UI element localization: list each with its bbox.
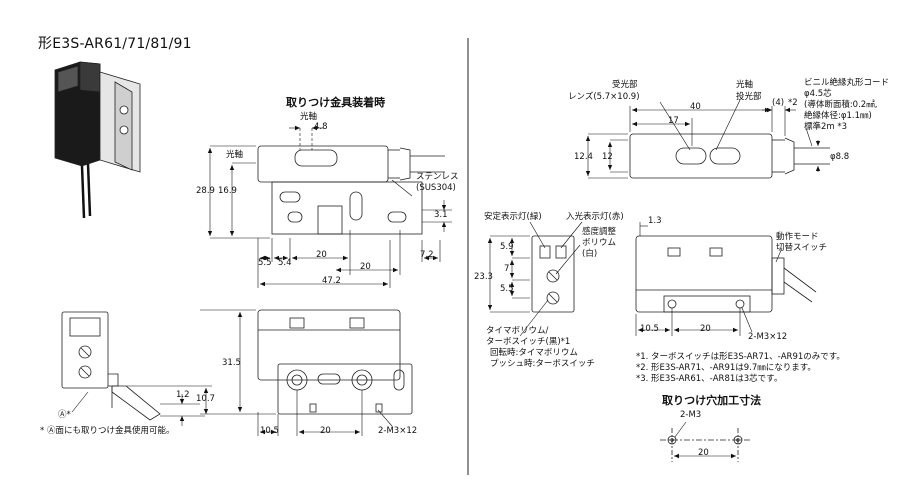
cable-label-1: ビニル絶縁丸形コード — [804, 78, 890, 88]
right-top-dimensions — [585, 99, 821, 179]
dim-20-hole: 20 — [698, 448, 709, 458]
hole-heading: 取りつけ穴加工寸法 — [662, 394, 762, 407]
dim-40: 40 — [690, 102, 701, 112]
cable-label-2: φ4.5芯 — [804, 89, 832, 99]
dim-20-right: 20 — [700, 324, 711, 334]
dim-10-7: 10.7 — [196, 394, 215, 404]
stable-lamp-label: 安定表示灯(緑) — [484, 212, 542, 222]
dim-phi8-8: φ8.8 — [830, 152, 850, 162]
left-side-dimensions — [207, 125, 452, 288]
dim-20-a: 20 — [316, 250, 327, 260]
mount-heading: 取りつけ金具装着時 — [286, 96, 386, 109]
dim-16-9: 16.9 — [218, 186, 237, 196]
right-front-view — [531, 235, 575, 313]
sens-label-3: (白) — [582, 249, 598, 259]
dim-2m3-left: 2-M3×12 — [378, 426, 418, 436]
right-top-view — [629, 133, 830, 179]
optical-axis-side-label: 光軸 — [226, 150, 244, 160]
mode-label-2: 切替スイッチ — [776, 243, 828, 253]
right-mid-dimensions — [487, 221, 783, 337]
dim-5-5: 5.5 — [258, 258, 272, 268]
left-side-view — [257, 145, 445, 235]
left-bottom-view — [257, 309, 413, 415]
cable-label-3: (導体断面積:0.2㎟, — [804, 100, 878, 110]
timer-label-3: 回転時:タイマボリウム — [490, 348, 578, 358]
dim-17: 17 — [668, 116, 679, 126]
sens-label-1: 感度調整 — [582, 227, 617, 237]
cable-label-5: 標準2m *3 — [804, 122, 848, 132]
dim-1-3: 1.3 — [648, 216, 662, 226]
optical-axis-right-label: 光軸 — [736, 80, 754, 90]
emitter-label: 投光部 — [736, 92, 762, 102]
dim-1-2: 1.2 — [176, 390, 190, 400]
note-1: *1. ターボスイッチは形E3S-AR71、-AR91のみです。 — [636, 352, 845, 362]
sens-label-2: ボリウム — [582, 238, 617, 248]
timer-label-2: ターボスイッチ(黒)*1 — [486, 337, 571, 347]
dim-12: 12 — [602, 152, 613, 162]
dim-star2: *2 — [788, 98, 798, 108]
timer-label-1: タイマボリウム/ — [486, 326, 549, 336]
left-lower-dimensions — [71, 309, 393, 436]
stainless-label-1: ステンレス — [416, 172, 459, 182]
dim-20-c: 20 — [320, 426, 331, 436]
note-3: *3. 形E3S-AR61、-AR81は3芯です。 — [636, 374, 783, 384]
light-receiver-label: 受光部 — [612, 80, 638, 90]
dim-3-1: 3.1 — [434, 210, 448, 220]
a-mark: Ⓐ* — [58, 410, 71, 420]
product-photo — [54, 61, 141, 219]
optical-axis-label: 光軸 — [300, 112, 318, 122]
left-front-view — [61, 311, 161, 421]
dim-12-4: 12.4 — [574, 152, 593, 162]
dim-31-5: 31.5 — [222, 358, 241, 368]
dim-10-5-left: 10.5 — [260, 426, 279, 436]
input-lamp-label: 入光表示灯(赤) — [566, 212, 624, 222]
dim-47-2: 47.2 — [322, 276, 341, 286]
dim-23-3: 23.3 — [474, 272, 493, 282]
cable-label-4: 絶縁体径:φ1.1㎜) — [804, 111, 872, 121]
note-2: *2. 形E3S-AR71、-AR91は9.7㎜になります。 — [636, 363, 816, 373]
dim-7: 7 — [504, 264, 510, 274]
dim-7-2: 7.2 — [420, 250, 434, 260]
mounting-hole-drawing — [660, 421, 750, 462]
timer-label-4: プッシュ時:ターボスイッチ — [490, 359, 595, 369]
lens-label: レンズ(5.7×10.9) — [568, 92, 640, 102]
stainless-label-2: (SUS304) — [416, 183, 456, 193]
dim-5-9: 5.9 — [500, 242, 514, 252]
dim-20-b: 20 — [360, 262, 371, 272]
dim-5-4: 5.4 — [278, 258, 292, 268]
a-note: * Ⓐ面にも取りつけ金具使用可能。 — [40, 426, 175, 436]
dim-2m3-hole: 2-M3 — [680, 410, 702, 420]
dim-10-5-right: 10.5 — [640, 324, 659, 334]
dim-28-9: 28.9 — [196, 186, 215, 196]
dim-4-8: 4.8 — [314, 122, 328, 132]
dim-5-5-right: 5.5 — [500, 284, 514, 294]
page-title: 形E3S-AR61/71/81/91 — [38, 36, 192, 52]
dim-2m3-right: 2-M3×12 — [748, 332, 788, 342]
right-side-view — [635, 235, 817, 313]
mode-label-1: 動作モード — [776, 232, 819, 242]
dim-4: (4) — [772, 98, 785, 108]
